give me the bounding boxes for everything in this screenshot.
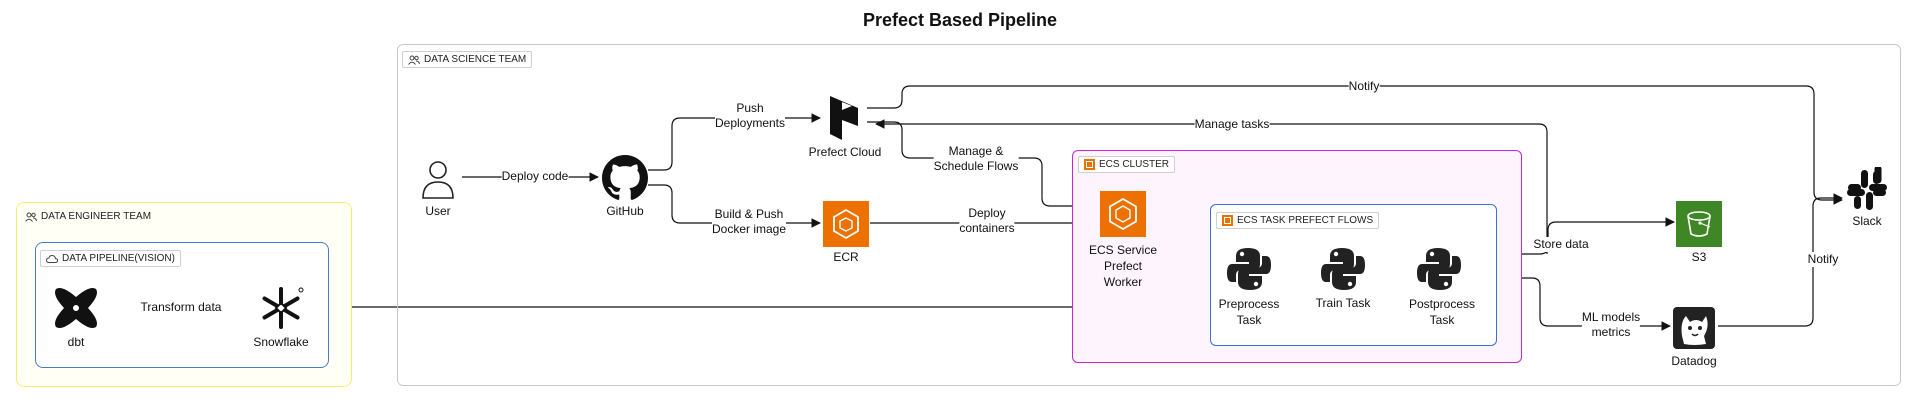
user-label: User [425,204,451,218]
ecs-task-flows-label: ECS TASK PREFECT FLOWS [1216,212,1380,229]
data-science-team-label: DATA SCIENCE TEAM [402,51,533,68]
s3-label: S3 [1691,250,1707,264]
data-pipeline-label: DATA PIPELINE(VISION) [40,250,181,267]
snowflake-icon [262,287,304,329]
python-icon [1227,248,1271,290]
prefect-logo-icon [830,96,858,140]
diagram-title: Prefect Based Pipeline [862,10,1058,30]
python-icon [1321,248,1365,290]
preprocess-node [1226,246,1272,297]
edge-label-notify-right: Notify [1807,252,1839,267]
slack-node [1844,165,1890,218]
slack-icon [1847,165,1887,210]
prefect-cloud-label: Prefect Cloud [808,145,882,159]
ecs-task-icon [1222,215,1233,226]
edge-label-manage-schedule: Manage &Schedule Flows [933,144,1019,174]
github-icon [602,155,648,200]
ecs-cluster-icon [1084,159,1095,170]
users-icon [408,55,420,65]
s3-node [1676,201,1722,252]
slack-label: Slack [1852,214,1882,228]
edge-label-notify-top: Notify [1348,79,1380,94]
train-label: Train Task [1315,296,1371,310]
edge-ml-metrics [1489,277,1671,331]
edge-manage-tasks [875,119,1548,254]
datadog-label: Datadog [1671,354,1717,368]
edge-label-transform-data: Transform data [140,300,222,315]
ecs-icon [1100,191,1146,237]
datadog-node [1672,306,1716,355]
edge-label-deploy-code: Deploy code [501,169,569,184]
data-engineer-team-label: DATA ENGINEER TEAM [20,209,156,224]
user-node [420,160,456,205]
datadog-icon [1673,307,1715,349]
prefect-cloud-node [822,94,866,147]
edge-label-store-data: Store data [1533,237,1589,252]
ecr-node [823,201,869,252]
edge-build-push [648,184,821,228]
github-node [602,155,648,206]
cloud-icon [46,254,58,263]
data-science-team-group [397,44,1901,386]
snowflake-node [258,285,304,336]
ecr-icon [823,201,869,247]
train-node [1320,246,1366,297]
ecr-label: ECR [833,250,859,264]
edge-push-deployments [648,113,821,171]
dbt-icon [55,288,97,328]
users-icon [25,212,37,222]
snowflake-label: Snowflake [253,335,309,349]
dbt-node [52,285,100,336]
user-icon [422,161,454,199]
s3-bucket-icon [1676,201,1722,247]
ecs-cluster-label: ECS CLUSTER [1078,156,1176,173]
ecs-worker-node [1100,191,1146,242]
python-icon [1417,248,1461,290]
postprocess-node [1416,246,1462,297]
edge-label-manage-tasks: Manage tasks [1194,117,1270,132]
github-label: GitHub [606,204,644,218]
dbt-label: dbt [67,335,85,349]
